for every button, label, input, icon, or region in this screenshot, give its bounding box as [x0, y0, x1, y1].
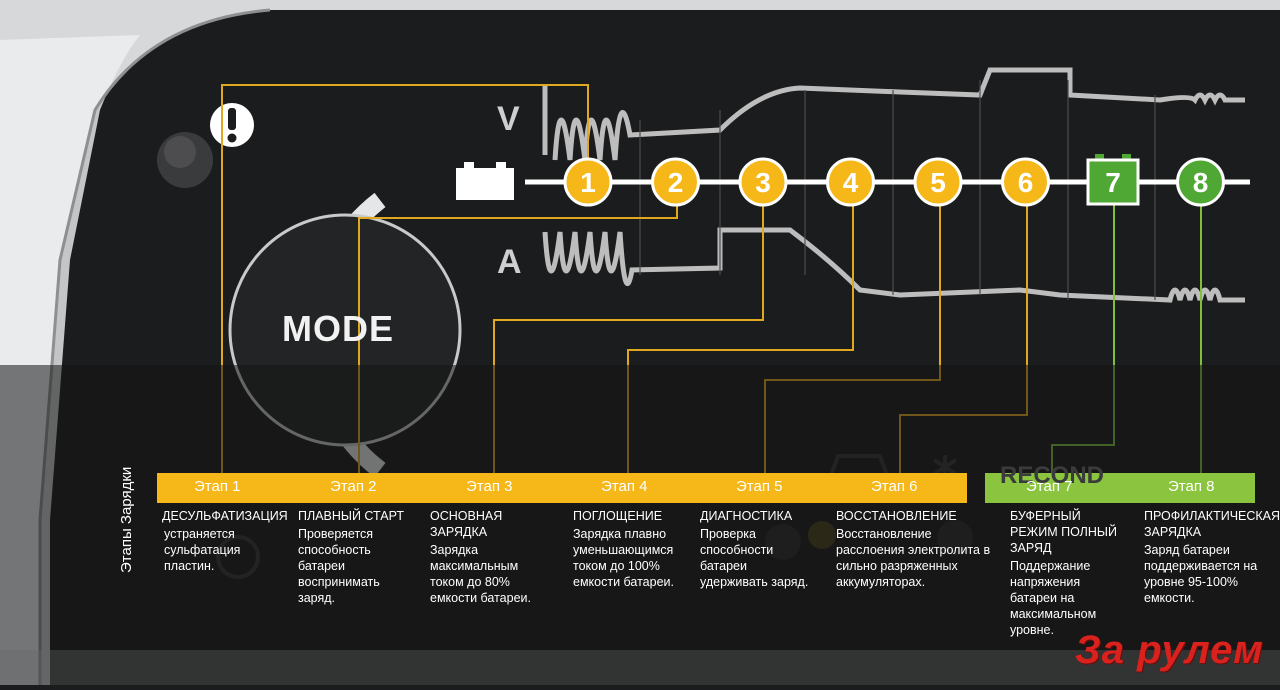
- battery-icon: [456, 162, 514, 200]
- mode-button-label[interactable]: MODE: [282, 308, 394, 349]
- stage-desc-7: БУФЕРНЫЙ РЕЖИМ ПОЛНЫЙ ЗАРЯД Поддержание …: [1010, 508, 1130, 638]
- stage-label-5: Этап 5: [736, 478, 783, 495]
- stage-text-3: Зарядка максимальным током до 80% емкост…: [430, 543, 531, 605]
- stage-text-2: Проверяется способность батареи восприни…: [298, 527, 380, 605]
- stage-desc-1: ДЕСУЛЬФАТИЗАЦИЯ устраняется сульфатация …: [162, 508, 292, 574]
- warning-icon: [210, 103, 254, 147]
- stage-text-7: Поддержание напряжения батареи на максим…: [1010, 559, 1097, 637]
- stage-title-1: ДЕСУЛЬФАТИЗАЦИЯ: [162, 509, 288, 523]
- bezel-edge: [38, 8, 271, 685]
- current-curve: [542, 227, 1245, 303]
- stage-desc-6: ВОССТАНОВЛЕНИЕ Восстановление расслоения…: [836, 508, 996, 590]
- step-number-5: 5: [930, 167, 946, 198]
- stage-title-4: ПОГЛОЩЕНИЕ: [573, 509, 663, 523]
- step-markers: 1 2 3 4 5 6 7 8: [563, 154, 1225, 207]
- step-number-2: 2: [668, 167, 684, 198]
- stage-label-8: Этап 8: [1168, 478, 1215, 495]
- step-marker-6: 6: [1001, 157, 1050, 207]
- stage-label-4: Этап 4: [601, 478, 648, 495]
- stage-desc-3: ОСНОВНАЯ ЗАРЯДКА Зарядка максимальным то…: [430, 508, 560, 606]
- brand-logo: За рулем: [1075, 628, 1264, 672]
- step-marker-8: 8: [1176, 157, 1225, 207]
- side-title: Этапы Зарядки: [118, 466, 135, 573]
- stage-title-6: ВОССТАНОВЛЕНИЕ: [836, 509, 957, 523]
- step-marker-2: 2: [651, 157, 700, 207]
- stage-title-2: ПЛАВНЫЙ СТАРТ: [298, 509, 404, 523]
- step-number-1: 1: [580, 167, 596, 198]
- stage-text-1: устраняется сульфатация пластин.: [164, 527, 241, 573]
- step-number-3: 3: [755, 167, 771, 198]
- stage-band-green: [985, 473, 1255, 503]
- step-marker-7: 7: [1086, 154, 1140, 206]
- stage-label-2: Этап 2: [330, 478, 377, 495]
- stage-title-3: ОСНОВНАЯ ЗАРЯДКА: [430, 509, 503, 539]
- stage-text-6: Восстановление расслоения электролита в …: [836, 527, 991, 589]
- stage-title-7: БУФЕРНЫЙ РЕЖИМ ПОЛНЫЙ ЗАРЯД: [1010, 509, 1117, 555]
- stage-label-6: Этап 6: [871, 478, 918, 495]
- step-marker-1: 1: [563, 157, 613, 207]
- stage-text-5: Проверка способности батареи удерживать …: [700, 527, 809, 589]
- step-marker-3: 3: [738, 157, 788, 207]
- recond-ghost-text: RECOND: [1000, 462, 1105, 489]
- stage-desc-2: ПЛАВНЫЙ СТАРТ Проверяется способность ба…: [298, 508, 420, 606]
- step-marker-5: 5: [913, 157, 963, 207]
- step-number-8: 8: [1193, 167, 1209, 198]
- stage-label-7: Этап 7: [1026, 478, 1073, 495]
- stage-title-8: ПРОФИЛАКТИЧЕСКАЯ ЗАРЯДКА: [1144, 509, 1280, 539]
- current-symbol: A: [497, 243, 522, 281]
- stage-text-4: Зарядка плавно уменьшающимся током до 10…: [573, 527, 674, 589]
- stage-band-yellow: [157, 473, 967, 503]
- stage-desc-5: ДИАГНОСТИКА Проверка способности батареи…: [700, 508, 820, 590]
- stage-text-8: Заряд батареи поддерживается на уровне 9…: [1144, 543, 1258, 605]
- stage-desc-4: ПОГЛОЩЕНИЕ Зарядка плавно уменьшающимся …: [573, 508, 693, 590]
- stage-desc-8: ПРОФИЛАКТИЧЕСКАЯ ЗАРЯДКА Заряд батареи п…: [1144, 508, 1280, 606]
- voltage-curve: [542, 67, 1245, 161]
- step-number-7: 7: [1105, 167, 1121, 198]
- step-number-4: 4: [843, 167, 859, 198]
- stage-label-1: Этап 1: [194, 478, 241, 495]
- lower-shade: [0, 365, 1280, 685]
- step-marker-4: 4: [826, 157, 875, 207]
- stage-label-3: Этап 3: [466, 478, 513, 495]
- stage-title-5: ДИАГНОСТИКА: [700, 509, 793, 523]
- voltage-symbol: V: [497, 100, 520, 138]
- step-number-6: 6: [1018, 167, 1034, 198]
